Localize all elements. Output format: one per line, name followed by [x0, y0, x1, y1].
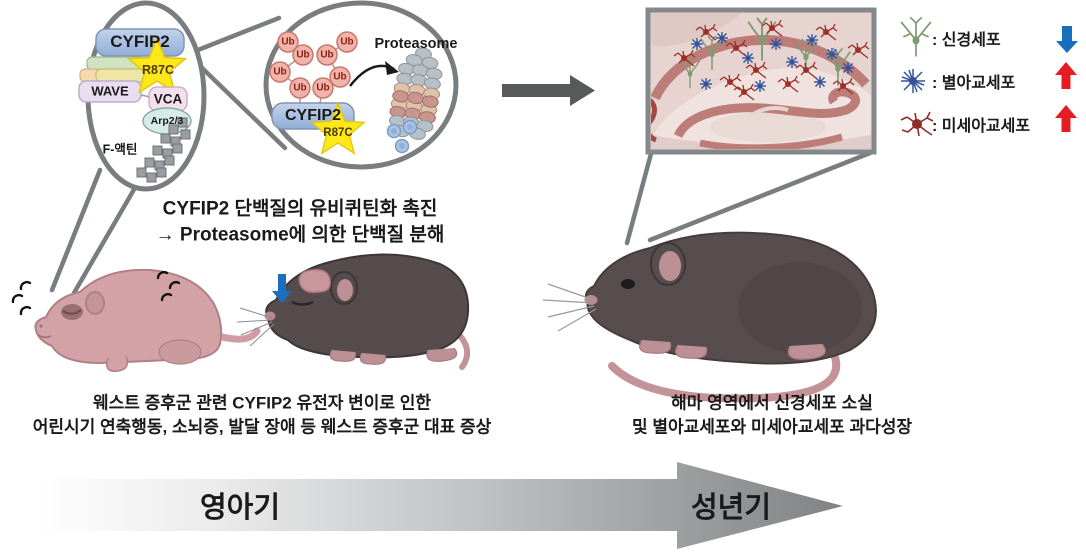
adult-mouse — [542, 231, 877, 403]
ubiquitination-arrow — [349, 61, 399, 87]
legend-icons — [900, 16, 1078, 137]
small-brain-arrow — [272, 274, 292, 303]
legend-item-label: : 별아교세포 — [932, 75, 1016, 92]
degraded-peptides — [386, 119, 418, 154]
legend-item-label: : 미세아교세포 — [932, 118, 1031, 135]
hippocampus-inset — [645, 7, 877, 155]
cyfip2-label-2: CYFIP2 — [284, 107, 342, 124]
f-actin-label: F-액틴 — [102, 142, 138, 157]
vca-label: VCA — [153, 91, 183, 107]
complex-magnifier-circle — [78, 0, 207, 192]
description-line2: → Proteasome에 의한 단백질 분해 — [155, 224, 445, 246]
juvenile-mouse — [236, 253, 471, 370]
microcephaly-patch — [298, 268, 331, 294]
r87c-label-2: R87C — [323, 127, 353, 139]
ub-circles — [269, 31, 358, 99]
astrocyte-icon — [901, 69, 925, 93]
infant-caption-line2: 어린시기 연축행동, 소뇌증, 발달 장애 등 웨스트 증후군 대표 증상 — [32, 417, 492, 437]
microglia-icon — [900, 111, 934, 137]
dg-band — [673, 87, 860, 139]
description-line1: CYFIP2 단백질의 유비퀴틴화 촉진 — [162, 198, 438, 220]
ub-label: Ub — [281, 36, 295, 48]
ub-label: Ub — [273, 66, 287, 78]
ubiquitination-magnifier-circle — [263, 0, 459, 170]
adult-caption-line2: 및 별아교세포와 미세아교세포 과다성장 — [631, 417, 913, 437]
ub-label: Ub — [340, 36, 354, 48]
timeline-end-label: 성년기 — [690, 492, 772, 524]
infant-pup-mouse — [11, 268, 261, 372]
ub-label: Ub — [316, 82, 330, 94]
r87c-label: R87C — [142, 63, 174, 77]
ub-label: Ub — [333, 71, 347, 83]
decrease-arrow-icon — [1056, 26, 1078, 53]
callout-lines — [49, 15, 873, 296]
adult-caption-line1: 해마 영역에서 신경세포 소실 — [671, 393, 873, 413]
increase-arrow-icon-2 — [1055, 105, 1077, 132]
infant-caption-line1: 웨스트 증후군 관련 CYFIP2 유전자 변이로 인한 — [92, 393, 432, 413]
increase-arrow-icon — [1055, 62, 1077, 89]
wave-label: WAVE — [91, 83, 129, 99]
proteasome-illustration — [388, 47, 443, 140]
ub-label: Ub — [296, 49, 310, 61]
cyfip2-label: CYFIP2 — [110, 32, 170, 51]
arp23-label: Arp2/3 — [150, 115, 184, 127]
spasm-marks — [11, 271, 181, 316]
timeline-start-label: 영아기 — [199, 492, 281, 524]
timeline-arrow — [38, 462, 843, 549]
ub-label: Ub — [320, 49, 334, 61]
f-actin-chain — [136, 117, 191, 183]
panel-transition-arrow — [502, 75, 595, 106]
proteasome-label: Proteasome — [374, 36, 458, 52]
legend-item-label: : 신경세포 — [932, 32, 1001, 49]
neuron-icon — [900, 16, 932, 57]
ub-label: Ub — [293, 82, 307, 94]
